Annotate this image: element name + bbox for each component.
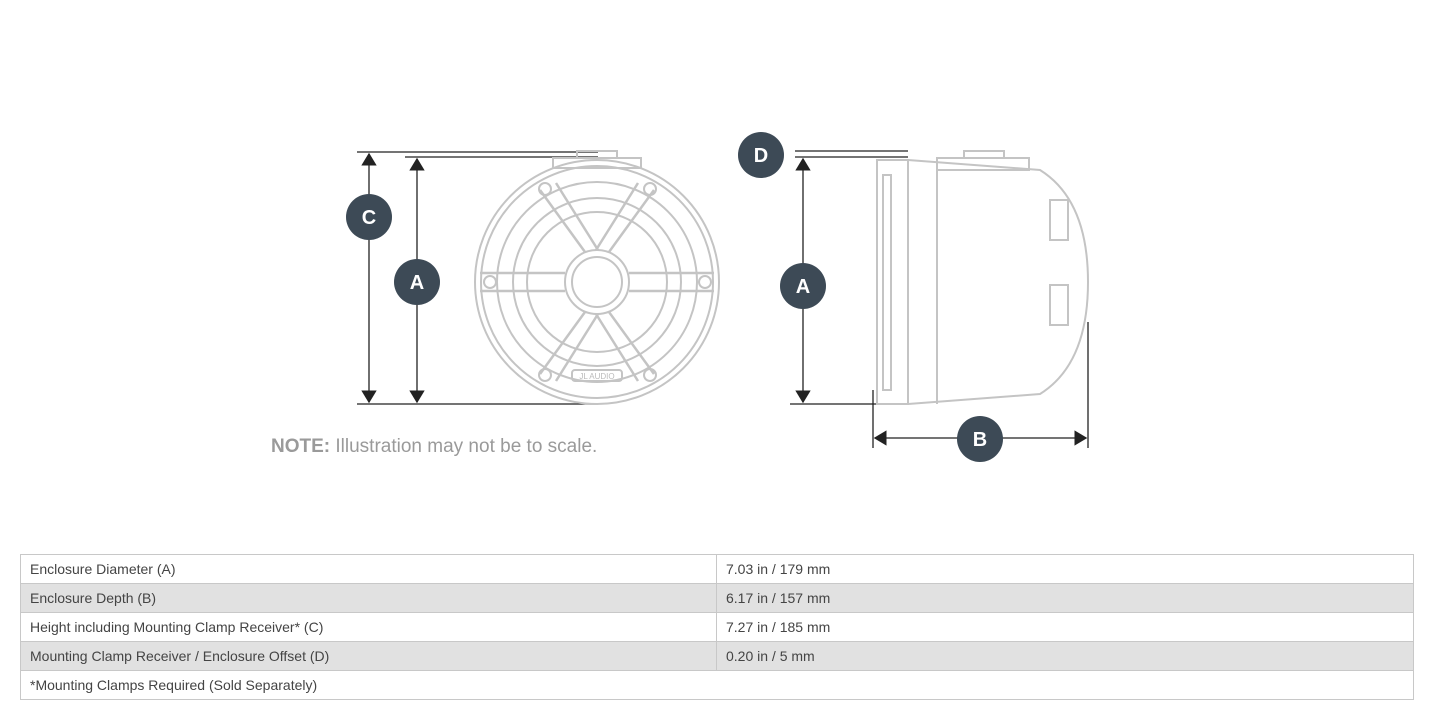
svg-text:C: C [362, 207, 376, 229]
spec-label: Mounting Clamp Receiver / Enclosure Offs… [20, 641, 717, 671]
table-row: Enclosure Depth (B)6.17 in / 157 mm [20, 583, 1414, 613]
footnote: *Mounting Clamps Required (Sold Separate… [20, 670, 1414, 700]
badge-b: B [957, 416, 1003, 462]
speaker-dimension-diagram: JL AUDIO C A D A B [346, 132, 1090, 462]
spec-label: Height including Mounting Clamp Receiver… [20, 612, 717, 642]
table-row: Height including Mounting Clamp Receiver… [20, 612, 1414, 642]
spec-label: Enclosure Depth (B) [20, 583, 717, 613]
badge-a-front: A [394, 259, 440, 305]
svg-text:A: A [410, 272, 424, 294]
table-footnote-row: *Mounting Clamps Required (Sold Separate… [20, 670, 1414, 700]
scale-note: NOTE: Illustration may not be to scale. [271, 436, 597, 458]
svg-text:A: A [796, 276, 810, 298]
note-label: NOTE: [271, 436, 331, 457]
spec-label: Enclosure Diameter (A) [20, 554, 717, 584]
spec-value: 7.27 in / 185 mm [716, 612, 1414, 642]
note-text: Illustration may not be to scale. [330, 436, 598, 457]
front-dimension-lines [357, 151, 598, 405]
spec-value: 0.20 in / 5 mm [716, 641, 1414, 671]
side-dimension-lines [790, 150, 1089, 448]
spec-value: 6.17 in / 157 mm [716, 583, 1414, 613]
brand-mark: JL AUDIO [579, 372, 614, 381]
table-row: Mounting Clamp Receiver / Enclosure Offs… [20, 641, 1414, 671]
table-row: Enclosure Diameter (A)7.03 in / 179 mm [20, 554, 1414, 584]
badge-c: C [346, 194, 392, 240]
badge-a-side: A [780, 263, 826, 309]
spec-value: 7.03 in / 179 mm [716, 554, 1414, 584]
dimensions-table: Enclosure Diameter (A)7.03 in / 179 mm E… [20, 554, 1414, 700]
badge-d: D [738, 132, 784, 178]
svg-text:B: B [973, 429, 987, 451]
svg-text:D: D [754, 145, 768, 167]
speaker-side-view [876, 150, 1090, 405]
speaker-front-view [474, 150, 720, 405]
